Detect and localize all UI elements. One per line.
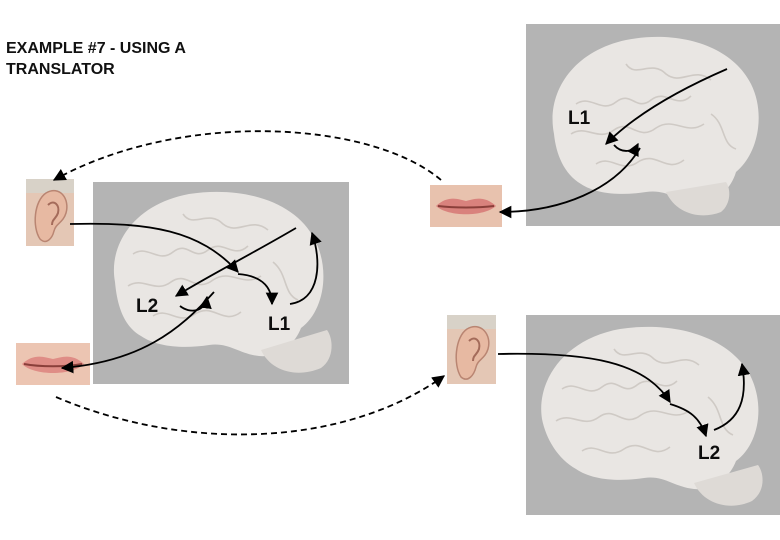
listener-l2-label: L2	[698, 443, 721, 464]
speaker-brain-panel	[526, 24, 780, 226]
translator-brain-panel	[93, 182, 349, 384]
listener-brain-panel	[526, 315, 780, 515]
brain-icon	[541, 326, 763, 506]
brain-icon	[113, 191, 332, 373]
translator-mouth-image	[16, 343, 90, 385]
ear-icon	[26, 179, 74, 243]
listener-ear-image	[447, 315, 496, 384]
speaker-mouth-image	[430, 185, 502, 227]
translator-ear-image	[26, 179, 74, 246]
diagram-title: EXAMPLE #7 - USING A TRANSLATOR	[6, 40, 186, 78]
translator-l2-label: L2	[136, 296, 159, 317]
ear-icon	[447, 315, 496, 380]
speaker-l1-label: L1	[568, 108, 591, 129]
arrow-dashed-mouth-to-ear	[52, 130, 442, 181]
brain-icon	[552, 36, 759, 216]
arrow-dashed-mouth-to-listener	[55, 375, 446, 436]
mouth-icon	[22, 356, 84, 373]
translator-l1-label: L1	[268, 314, 291, 335]
mouth-icon	[436, 198, 496, 215]
